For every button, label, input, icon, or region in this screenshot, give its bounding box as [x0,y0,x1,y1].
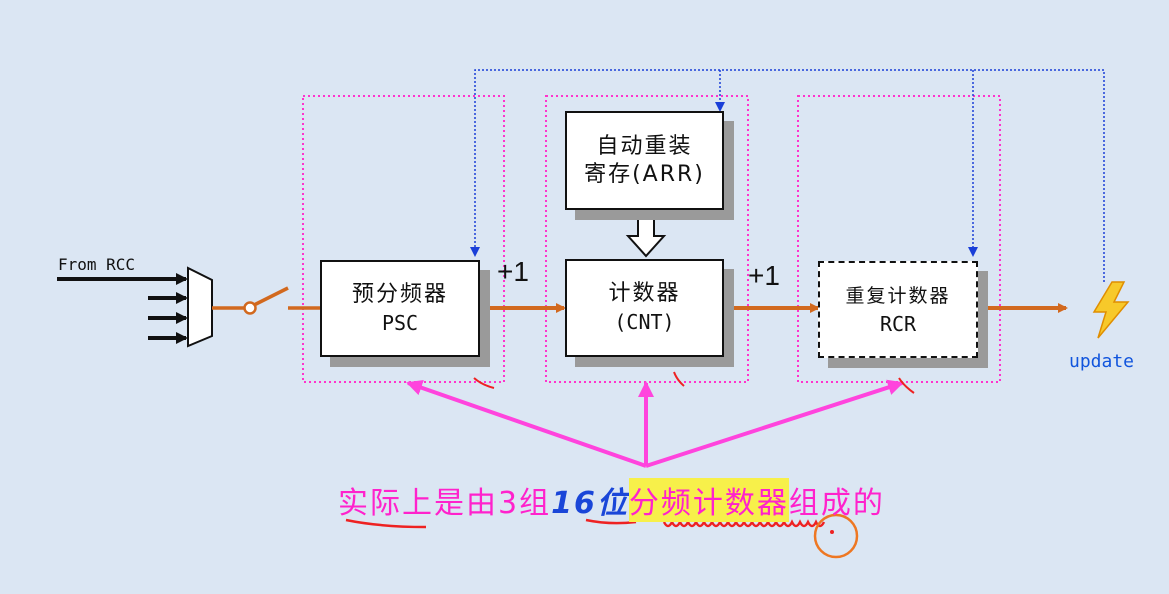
cursor-dot [830,530,834,534]
cnt-group-outline [545,95,749,383]
psc-label-en: PSC [381,310,419,335]
annotation-arrow-rcr [645,379,904,468]
cnt-box: 计数器 (CNT) [565,259,724,357]
cnt-label-cn: 计数器 [608,281,681,306]
rcr-group-outline [797,95,1001,383]
psc-group-outline [302,95,505,383]
red-underline-1 [345,518,427,529]
plus-one-psc-label: +1 [497,256,529,287]
rcr-box: 重复计数器 RCR [818,261,978,358]
update-label: update [1069,351,1135,372]
arr-box: 自动重装 寄存(ARR) [565,111,724,210]
switch-blade [253,286,289,307]
rcr-label-cn: 重复计数器 [845,284,951,307]
red-tick-rcr [898,377,915,394]
red-tick-cnt [673,371,685,387]
arr-label-line2: 寄存(ARR) [584,161,705,187]
rcr-label-en: RCR [879,311,917,336]
caption-part-1: 实际上是由3组 [338,486,552,521]
red-tick-psc [473,377,495,389]
red-squiggle [662,519,826,528]
psc-label-cn: 预分频器 [351,281,448,307]
annotation-caption: 实际上是由3组 16位 分频计数器 组成的 [338,478,885,522]
multiplexer [187,266,213,348]
arr-label-line1: 自动重装 [596,133,693,159]
psc-box: 预分频器 PSC [320,260,480,357]
annotation-arrow-psc [406,380,647,468]
caption-16bit: 16位 [551,486,629,521]
red-underline-2 [585,518,637,525]
arr-to-cnt-arrow [625,217,667,258]
lightning-icon [1092,281,1130,339]
plus-one-cnt-label: +1 [748,260,780,291]
from-rcc-label: From RCC [58,255,136,274]
caption-highlight: 分频计数器 [628,478,789,522]
switch-pivot [243,301,257,315]
caption-part-4: 组成的 [788,486,885,521]
cursor-highlight-circle [813,513,859,559]
update-feedback-line [470,69,1105,282]
cnt-label-en: (CNT) [614,310,675,334]
